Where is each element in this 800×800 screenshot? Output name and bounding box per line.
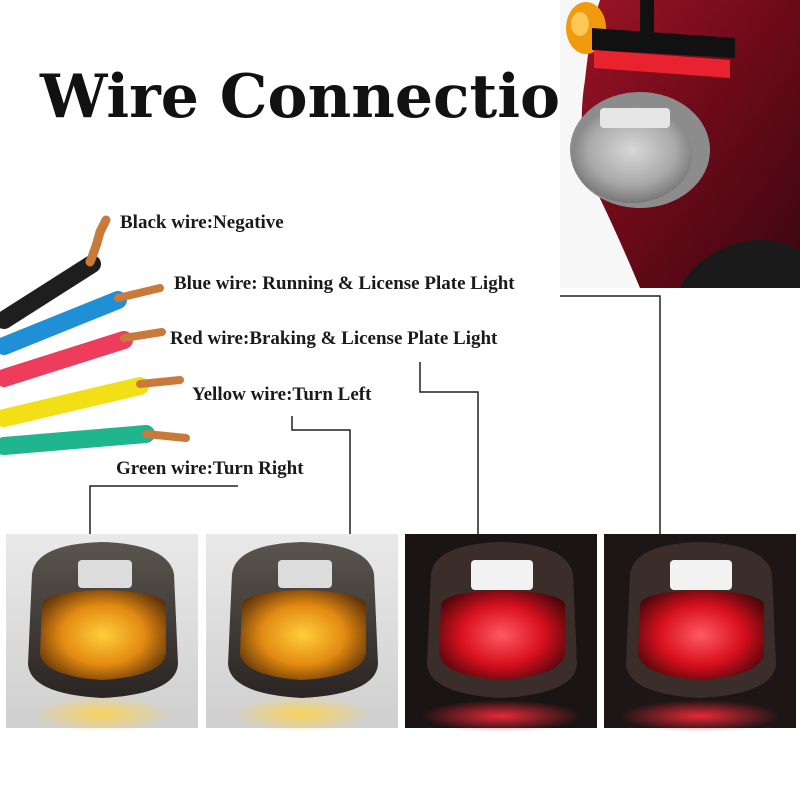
connector-lines: [89, 295, 661, 534]
wire-bundle-photo: [0, 215, 190, 455]
fender-photo: [560, 0, 800, 288]
connector-green: [89, 485, 238, 534]
tail-light-turn-right: [6, 534, 198, 732]
connector-red: [419, 362, 479, 534]
wire-label-blue: Blue wire: Running & License Plate Light: [174, 273, 515, 294]
tail-light-panels: [6, 534, 796, 732]
page-title: Wire Connection: [40, 62, 604, 132]
wire-label-green: Green wire:Turn Right: [116, 458, 304, 479]
tail-light-turn-left: [206, 534, 398, 732]
connector-blue: [560, 295, 661, 534]
tail-light-braking: [405, 534, 597, 732]
wire-label-red: Red wire:Braking & License Plate Light: [170, 328, 498, 349]
wire-label-yellow: Yellow wire:Turn Left: [192, 384, 372, 405]
wire-label-black: Black wire:Negative: [120, 212, 284, 233]
connector-yellow: [291, 416, 351, 534]
tail-light-running: [604, 534, 796, 732]
